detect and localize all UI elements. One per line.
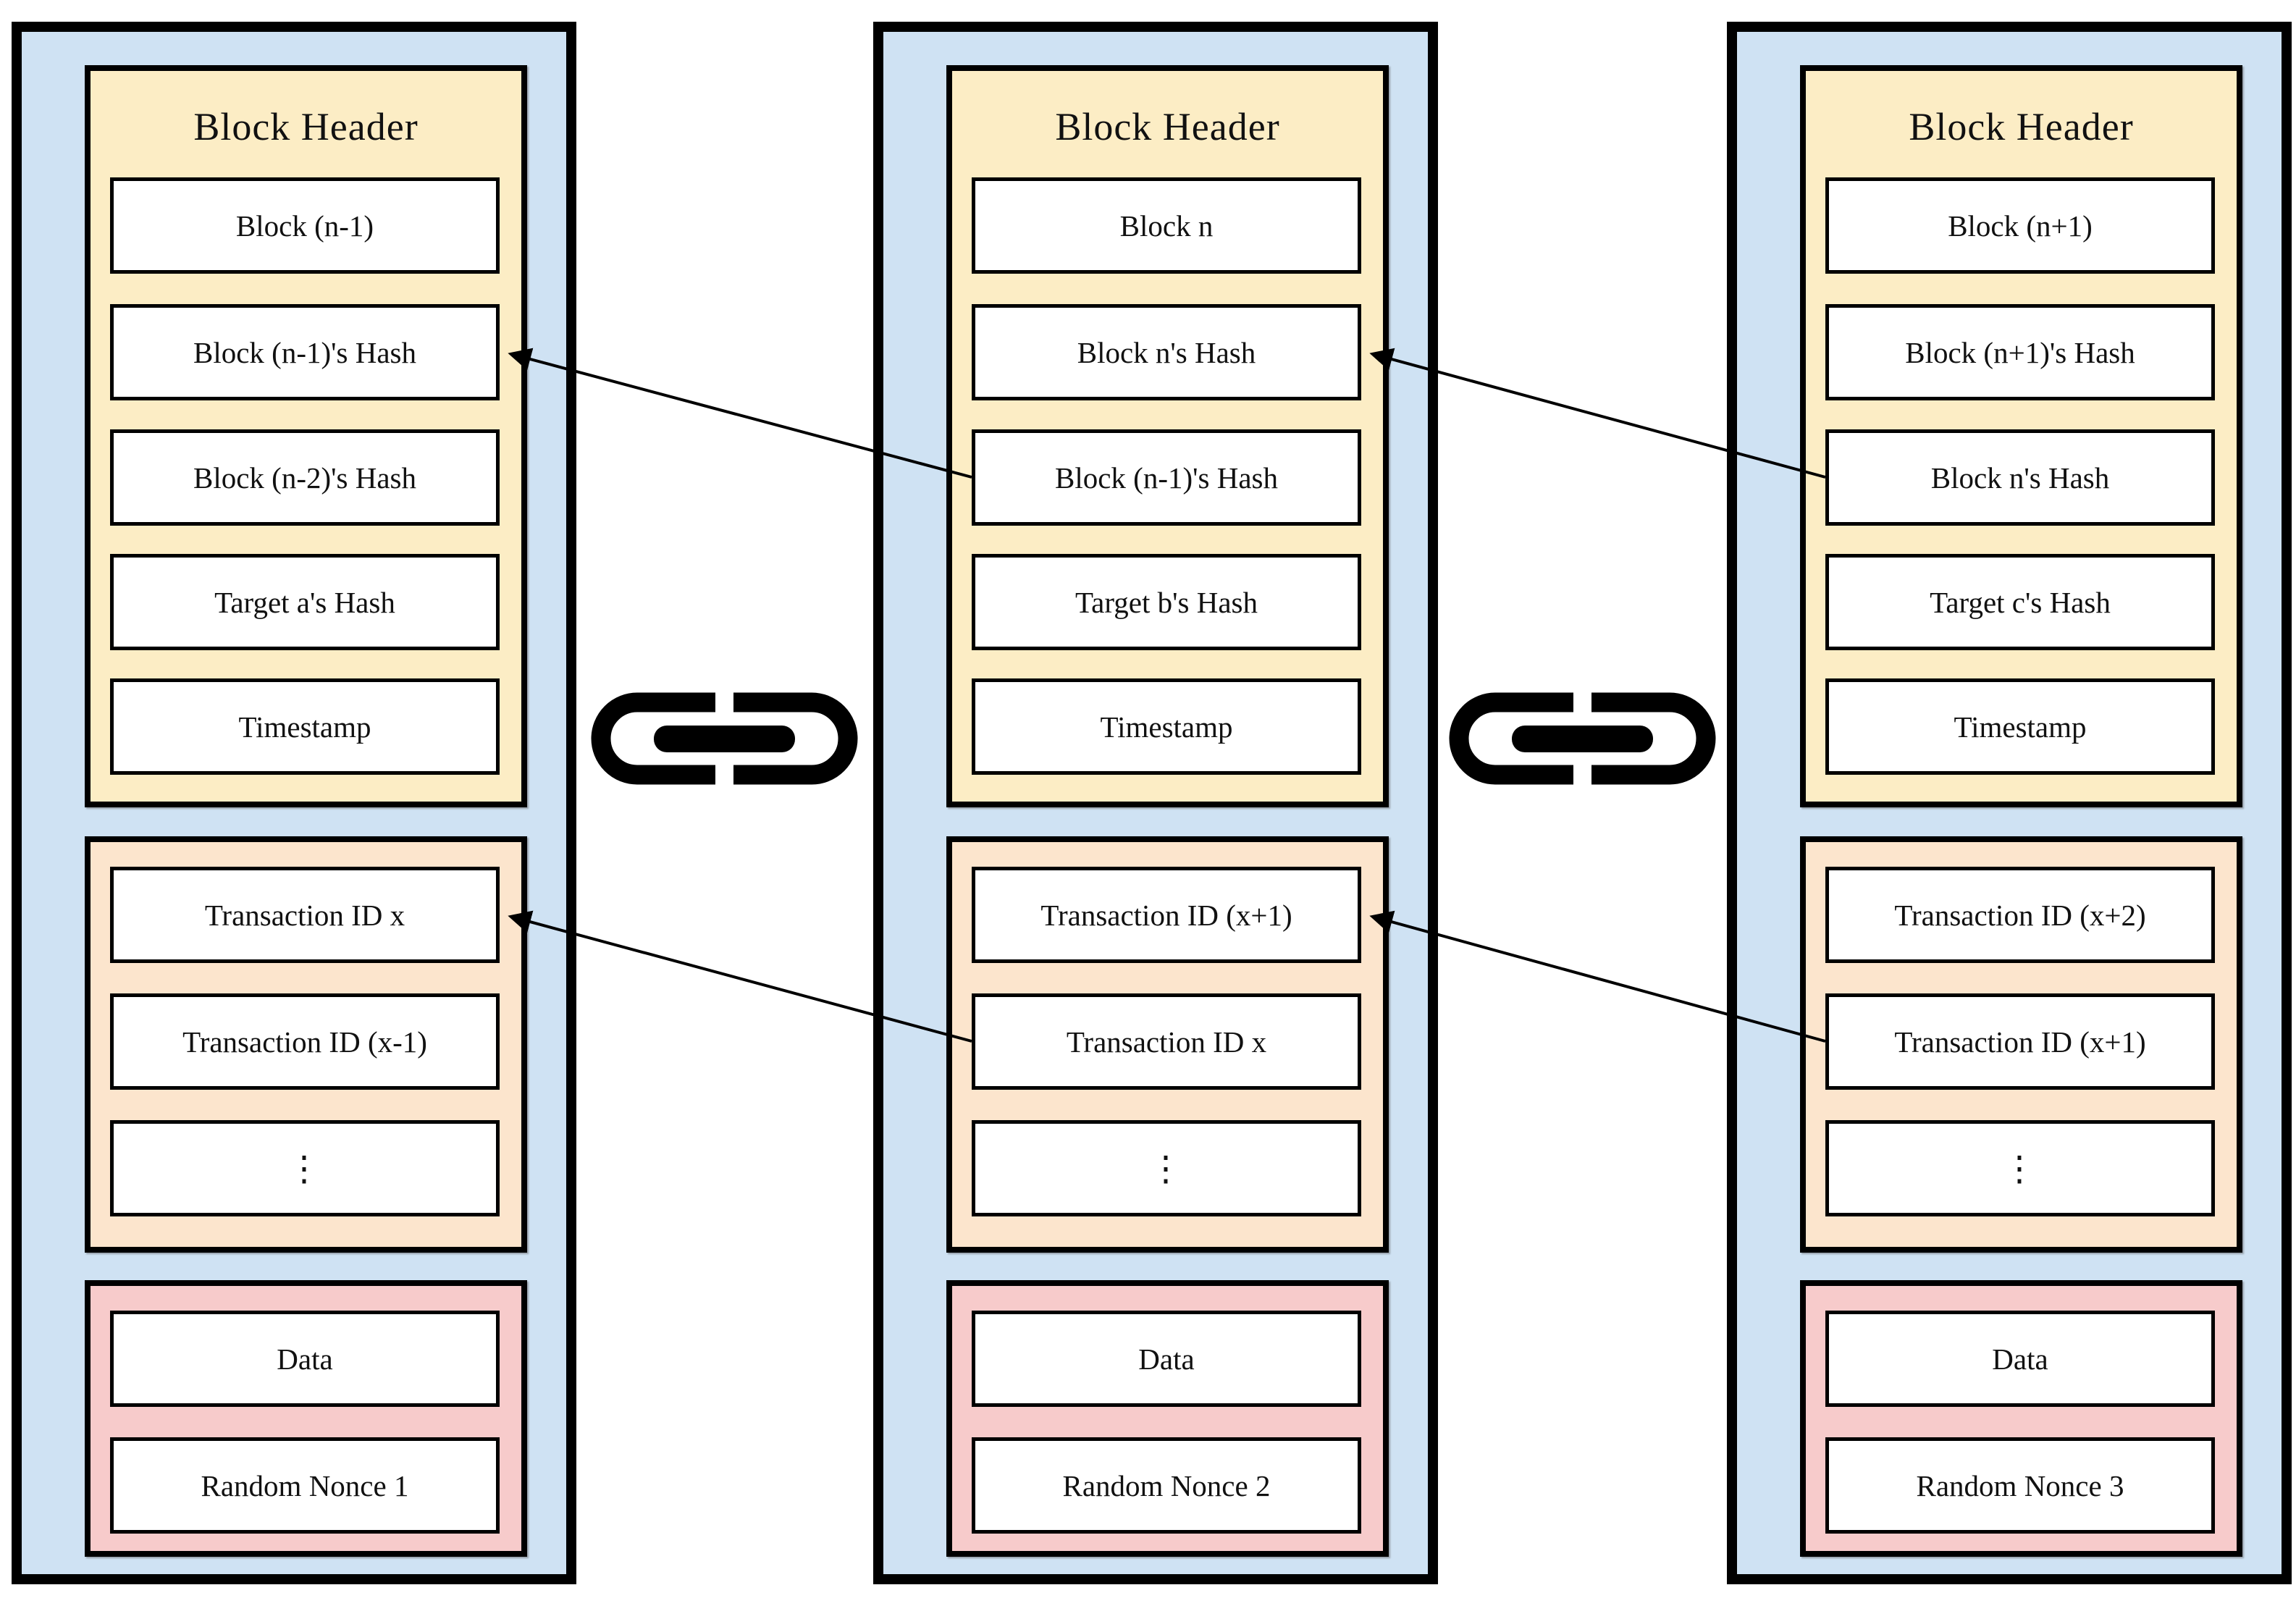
block-container-n: Block Header Block n Block n's Hash Bloc… bbox=[873, 22, 1438, 1584]
block-container-n-plus-1: Block Header Block (n+1) Block (n+1)'s H… bbox=[1727, 22, 2292, 1584]
field-random-nonce: Random Nonce 3 bbox=[1825, 1437, 2215, 1534]
block-header-title: Block Header bbox=[1909, 105, 2134, 148]
field-transaction-id: Transaction ID (x+1) bbox=[1825, 993, 2215, 1090]
field-prev-hash: Block (n-2)'s Hash bbox=[110, 429, 500, 526]
chain-link-icon bbox=[567, 684, 882, 793]
block-header-section: Block Header Block (n+1) Block (n+1)'s H… bbox=[1800, 65, 2242, 807]
transactions-section: Transaction ID (x+2) Transaction ID (x+1… bbox=[1800, 836, 2242, 1253]
field-transactions-ellipsis: ⋮ bbox=[972, 1120, 1361, 1216]
field-own-hash: Block n's Hash bbox=[972, 304, 1361, 400]
transactions-section: Transaction ID (x+1) Transaction ID x ⋮ bbox=[946, 836, 1389, 1253]
field-timestamp: Timestamp bbox=[972, 678, 1361, 775]
field-transaction-id: Transaction ID (x+2) bbox=[1825, 867, 2215, 963]
field-transactions-ellipsis: ⋮ bbox=[1825, 1120, 2215, 1216]
block-header-section: Block Header Block n Block n's Hash Bloc… bbox=[946, 65, 1389, 807]
field-timestamp: Timestamp bbox=[1825, 678, 2215, 775]
field-transactions-ellipsis: ⋮ bbox=[110, 1120, 500, 1216]
field-transaction-id: Transaction ID x bbox=[972, 993, 1361, 1090]
field-data: Data bbox=[1825, 1311, 2215, 1407]
field-transaction-id: Transaction ID (x-1) bbox=[110, 993, 500, 1090]
field-target-hash: Target c's Hash bbox=[1825, 554, 2215, 650]
chain-link-icon bbox=[1425, 684, 1740, 793]
field-block-id: Block n bbox=[972, 177, 1361, 274]
field-own-hash: Block (n+1)'s Hash bbox=[1825, 304, 2215, 400]
data-section: Data Random Nonce 2 bbox=[946, 1280, 1389, 1557]
block-header-section: Block Header Block (n-1) Block (n-1)'s H… bbox=[85, 65, 527, 807]
field-block-id: Block (n-1) bbox=[110, 177, 500, 274]
field-data: Data bbox=[972, 1311, 1361, 1407]
field-data: Data bbox=[110, 1311, 500, 1407]
block-container-n-1: Block Header Block (n-1) Block (n-1)'s H… bbox=[12, 22, 576, 1584]
field-timestamp: Timestamp bbox=[110, 678, 500, 775]
field-target-hash: Target b's Hash bbox=[972, 554, 1361, 650]
data-section: Data Random Nonce 1 bbox=[85, 1280, 527, 1557]
field-random-nonce: Random Nonce 1 bbox=[110, 1437, 500, 1534]
field-transaction-id: Transaction ID x bbox=[110, 867, 500, 963]
field-random-nonce: Random Nonce 2 bbox=[972, 1437, 1361, 1534]
block-header-title: Block Header bbox=[193, 105, 419, 148]
field-transaction-id: Transaction ID (x+1) bbox=[972, 867, 1361, 963]
data-section: Data Random Nonce 3 bbox=[1800, 1280, 2242, 1557]
field-target-hash: Target a's Hash bbox=[110, 554, 500, 650]
field-own-hash: Block (n-1)'s Hash bbox=[110, 304, 500, 400]
transactions-section: Transaction ID x Transaction ID (x-1) ⋮ bbox=[85, 836, 527, 1253]
field-block-id: Block (n+1) bbox=[1825, 177, 2215, 274]
field-prev-hash: Block n's Hash bbox=[1825, 429, 2215, 526]
block-header-title: Block Header bbox=[1055, 105, 1280, 148]
field-prev-hash: Block (n-1)'s Hash bbox=[972, 429, 1361, 526]
